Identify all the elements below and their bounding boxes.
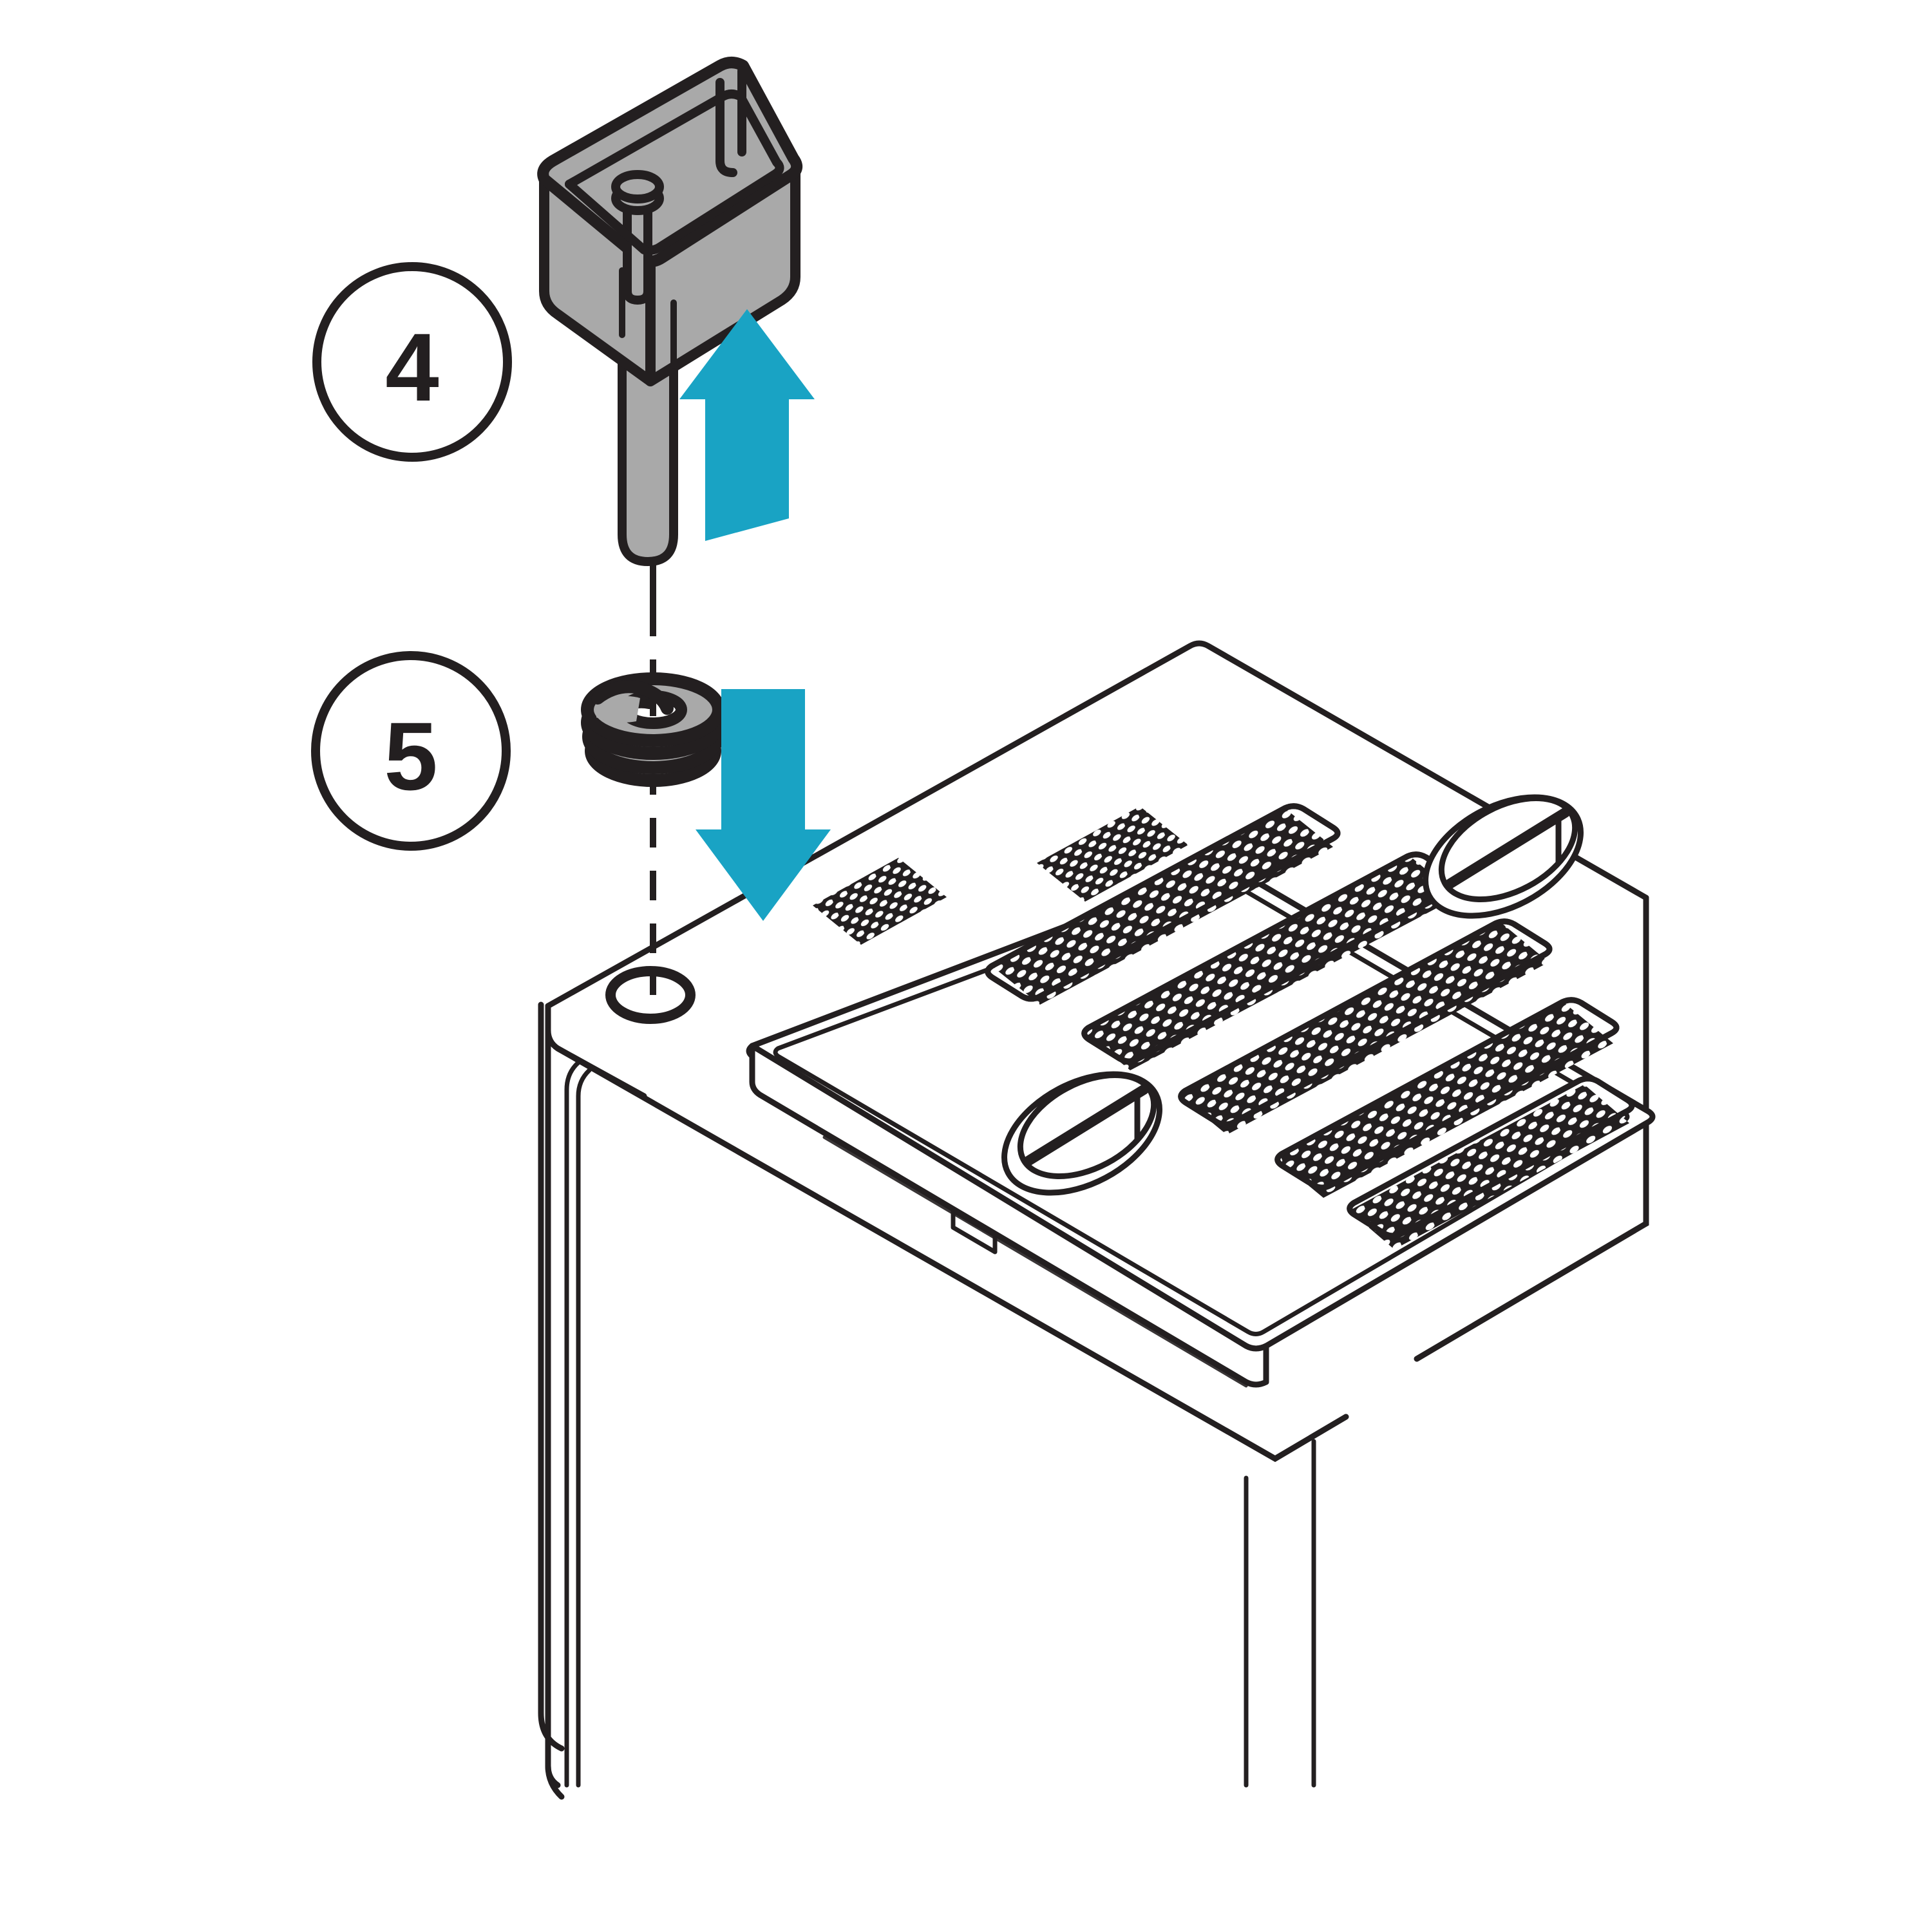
slotted-cap-lower-left-slot — [1024, 1084, 1149, 1166]
top-right-edge — [1414, 895, 1649, 1362]
step-badge-5[interactable]: 5 — [311, 651, 511, 851]
push-down-arrow — [696, 689, 831, 921]
step-badge-4-circle[interactable] — [312, 262, 512, 462]
housing-front-seam — [822, 1135, 1248, 1388]
slotted-cap-lower-left[interactable] — [985, 1050, 1180, 1217]
appliance-housing — [538, 640, 1656, 1800]
lid-front-thickness — [749, 1043, 1269, 1388]
step-badge-4[interactable]: 4 — [312, 262, 512, 462]
cap-right-face — [645, 161, 800, 386]
top-back-left-edge — [545, 640, 1649, 1009]
cap-cavity-left-edge — [565, 180, 649, 254]
step-badge-4-number: 4 — [385, 313, 439, 421]
dipstick-handle-cap — [537, 57, 803, 386]
top-front-edge — [554, 1045, 1349, 1463]
slotted-cap-upper-right-slot — [1445, 808, 1570, 889]
coiled-seal-washer — [581, 672, 725, 787]
step-badge-5-number: 5 — [384, 702, 437, 810]
slotted-cap-upper-right[interactable] — [1406, 773, 1601, 940]
body-corner-detail-line-b — [576, 1068, 592, 1788]
body-corner-detail-line-a — [564, 1060, 581, 1788]
cap-internal-rib-edge-b — [715, 78, 737, 177]
dipstick-assembly — [537, 57, 803, 566]
body-bottom-left-fillet — [545, 1763, 565, 1800]
step-badge-5-circle[interactable] — [311, 651, 511, 851]
pull-up-arrow — [679, 309, 815, 541]
cap-post-top-upper — [611, 170, 664, 204]
